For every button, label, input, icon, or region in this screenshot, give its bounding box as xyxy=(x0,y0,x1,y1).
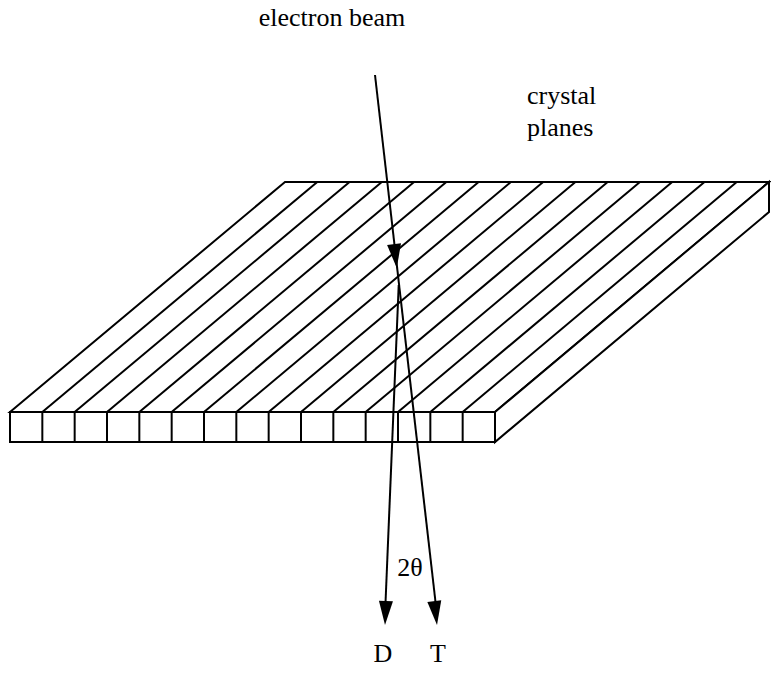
beam-label: T xyxy=(430,638,446,670)
crystal-cell-edge xyxy=(106,412,108,442)
crystal-plane-line xyxy=(398,182,672,412)
slab-side-face xyxy=(495,182,769,442)
crystal-cell-edge xyxy=(429,412,431,442)
arrowhead xyxy=(387,243,401,268)
crystal-cell-edge xyxy=(171,412,173,442)
crystal-cell-edge xyxy=(235,412,237,442)
crystal-cell-edge xyxy=(138,412,140,442)
transmitted-beam xyxy=(375,75,437,615)
crystal-cell-edge xyxy=(300,412,302,442)
arrowhead xyxy=(427,600,441,625)
crystal-cell-edge xyxy=(462,412,464,442)
crystal-cell-edge xyxy=(203,412,205,442)
crystal-cell-edge xyxy=(41,412,43,442)
crystal-plane-line xyxy=(463,182,737,412)
crystal-cell-edge xyxy=(397,412,399,442)
crystal-cell-edge xyxy=(332,412,334,442)
crystal-cell-edge xyxy=(268,412,270,442)
crystal-cell-edge xyxy=(365,412,367,442)
angle-label: 2θ xyxy=(397,552,422,584)
crystal-plane-line xyxy=(430,182,704,412)
arrowhead xyxy=(379,601,393,625)
crystal-cell-edge xyxy=(74,412,76,442)
beam-label: electron beam xyxy=(259,2,406,34)
beam-label: D xyxy=(374,638,393,670)
part-label: crystal planes xyxy=(527,80,637,144)
slab-front-face xyxy=(10,412,495,442)
